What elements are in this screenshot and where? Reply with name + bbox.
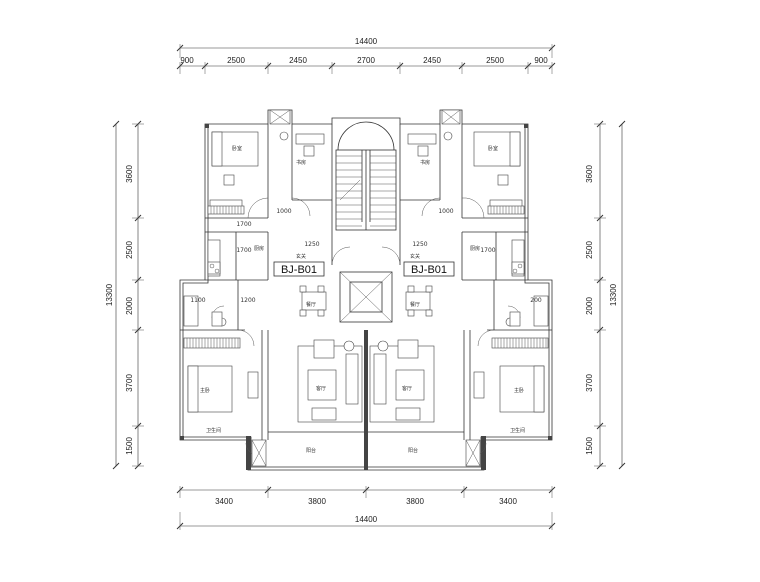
furniture: [183, 109, 549, 467]
room-bedroom-tr: 卧室: [488, 145, 498, 152]
left-seg-4: 3700: [125, 374, 134, 392]
room-bath-l: 卫生间: [206, 427, 221, 434]
room-master-r: 主卧: [514, 387, 524, 394]
wardrobe: [491, 337, 549, 349]
room-kitchen-r: 厨房: [470, 245, 480, 252]
room-kitchen-l: 厨房: [254, 245, 264, 252]
unit-tag-left: BJ-B01: [281, 264, 317, 276]
top-dimension-chain: 14400 900 2500 2450 2700 2450 2500 900: [176, 37, 556, 74]
top-seg-4: 2700: [357, 56, 375, 65]
right-seg-2: 2500: [585, 241, 594, 259]
bottom-total-label: 14400: [355, 515, 378, 524]
room-living-l: 客厅: [316, 385, 326, 392]
right-seg-5: 1500: [585, 437, 594, 455]
dim-1250-right: 1250: [412, 241, 427, 248]
room-dining-l: 餐厅: [306, 301, 316, 308]
wardrobe: [183, 337, 241, 349]
dim-1000-right: 1000: [438, 208, 453, 215]
room-balcony-r: 阳台: [408, 447, 418, 454]
room-balcony-l: 阳台: [306, 447, 316, 454]
left-seg-5: 1500: [125, 437, 134, 455]
unit-tag-right: BJ-B01: [411, 264, 447, 276]
dim-1000-left: 1000: [276, 208, 291, 215]
dim-1700-left-b: 1700: [236, 247, 251, 254]
right-seg-1: 3600: [585, 165, 594, 183]
outer-walls: [179, 109, 553, 471]
unit-tags: BJ-B01 BJ-B01: [273, 261, 455, 277]
room-foyer-r: 玄关: [410, 253, 420, 260]
dim-200: 200: [530, 297, 542, 304]
stair-core: [331, 121, 401, 323]
bottom-dimension-chain: 3400 3800 3800 3400 14400: [176, 486, 556, 530]
left-total-label: 13300: [105, 283, 114, 306]
bottom-seg-1: 3400: [215, 497, 233, 506]
room-study-tl: 书房: [296, 159, 306, 166]
room-bedroom-tl: 卧室: [232, 145, 242, 152]
top-seg-1: 900: [180, 56, 194, 65]
interior-walls: [180, 124, 552, 440]
top-seg-5: 2450: [423, 56, 441, 65]
left-seg-3: 2000: [125, 297, 134, 315]
top-seg-6: 2500: [486, 56, 504, 65]
room-foyer-l: 玄关: [296, 253, 306, 260]
top-seg-7: 900: [534, 56, 548, 65]
inner-dimensions: 1000 1000 1250 1250 1700 1700 1700 1200 …: [190, 208, 542, 304]
room-bath-r: 卫生间: [510, 427, 525, 434]
top-seg-3: 2450: [289, 56, 307, 65]
bottom-seg-4: 3400: [499, 497, 517, 506]
dim-1250-left: 1250: [304, 241, 319, 248]
room-living-r: 客厅: [402, 385, 412, 392]
left-dimension-chain: 13300 3600 2500 2000 3700 1500: [105, 120, 144, 470]
bottom-seg-2: 3800: [308, 497, 326, 506]
right-seg-3: 2000: [585, 297, 594, 315]
room-study-tr: 书房: [420, 159, 430, 166]
dim-1700-left-a: 1700: [236, 221, 251, 228]
dim-1100: 1100: [190, 297, 205, 304]
dim-1700-right: 1700: [480, 247, 495, 254]
left-seg-2: 2500: [125, 241, 134, 259]
top-seg-2: 2500: [227, 56, 245, 65]
room-dining-r: 餐厅: [410, 301, 420, 308]
room-labels: 卧室 书房 厨房 玄关 餐厅 客厅 主卧 阳台 卫生间 卧室 书房 厨房 玄关 …: [200, 145, 525, 454]
room-master-l: 主卧: [200, 387, 210, 394]
left-seg-1: 3600: [125, 165, 134, 183]
right-dimension-chain: 3600 2500 2000 3700 1500 13300: [585, 120, 626, 470]
bottom-seg-3: 3800: [406, 497, 424, 506]
top-total-label: 14400: [355, 37, 378, 46]
dim-1200: 1200: [240, 297, 255, 304]
right-seg-4: 3700: [585, 374, 594, 392]
right-total-label: 13300: [609, 283, 618, 306]
